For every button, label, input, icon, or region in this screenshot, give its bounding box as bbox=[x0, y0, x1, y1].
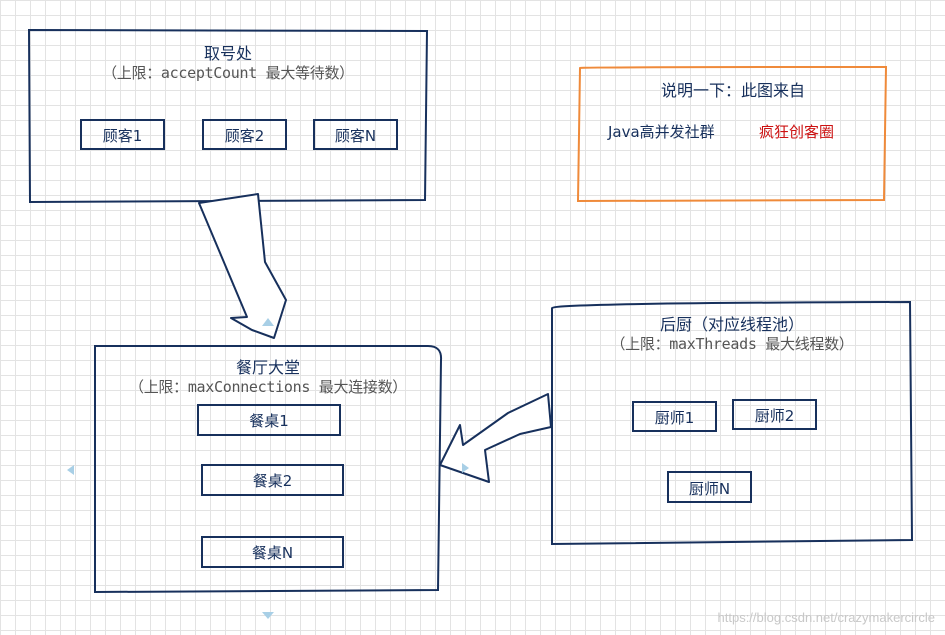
hall-item-box-2[interactable] bbox=[201, 464, 344, 496]
kitchen-item-box-3[interactable] bbox=[667, 471, 752, 503]
connection-marker bbox=[462, 463, 469, 473]
hall-item-2: 餐桌2 bbox=[252, 472, 293, 490]
kitchen-subtitle: （上限：maxThreads 最大线程数） bbox=[610, 335, 854, 353]
arrow-queue-to-hall[interactable] bbox=[198, 193, 287, 339]
hall-item-box-3[interactable] bbox=[201, 536, 344, 568]
hall-item-box-1[interactable] bbox=[197, 404, 341, 436]
note-title: 说明一下：此图来自 bbox=[660, 81, 805, 100]
kitchen-item-2: 厨师2 bbox=[754, 407, 795, 425]
hall-item-3: 餐桌N bbox=[251, 544, 294, 562]
queue-item-3: 顾客N bbox=[334, 127, 377, 145]
kitchen-item-1: 厨师1 bbox=[654, 409, 695, 427]
kitchen-box[interactable] bbox=[551, 300, 914, 546]
hall-subtitle: （上限：maxConnections 最大连接数） bbox=[129, 378, 407, 396]
hall-box[interactable] bbox=[94, 345, 443, 594]
kitchen-item-box-2[interactable] bbox=[732, 399, 817, 430]
hall-title: 餐厅大堂 bbox=[235, 358, 300, 377]
hall-item-1: 餐桌1 bbox=[249, 412, 289, 430]
queue-subtitle: （上限：acceptCount 最大等待数） bbox=[102, 64, 354, 82]
connection-marker bbox=[262, 612, 274, 619]
watermark: https://blog.csdn.net/crazymakercircle bbox=[717, 610, 935, 625]
queue-item-box-2[interactable] bbox=[202, 119, 287, 150]
note-box[interactable] bbox=[576, 65, 888, 203]
queue-item-1: 顾客1 bbox=[102, 127, 143, 145]
kitchen-item-box-1[interactable] bbox=[632, 401, 717, 432]
kitchen-item-3: 厨师N bbox=[688, 480, 731, 498]
kitchen-title: 后厨（对应线程池） bbox=[659, 315, 804, 334]
queue-title: 取号处 bbox=[203, 44, 252, 63]
arrow-kitchen-to-hall[interactable] bbox=[439, 393, 552, 483]
queue-item-box-3[interactable] bbox=[313, 119, 398, 150]
connection-marker bbox=[67, 465, 74, 475]
connection-marker bbox=[262, 318, 274, 326]
queue-item-box-1[interactable] bbox=[80, 119, 165, 150]
queue-item-2: 顾客2 bbox=[224, 127, 265, 145]
note-source: Java高并发社群 bbox=[608, 123, 715, 141]
queue-box[interactable] bbox=[27, 28, 429, 204]
note-source-highlight: 疯狂创客圈 bbox=[759, 123, 835, 141]
